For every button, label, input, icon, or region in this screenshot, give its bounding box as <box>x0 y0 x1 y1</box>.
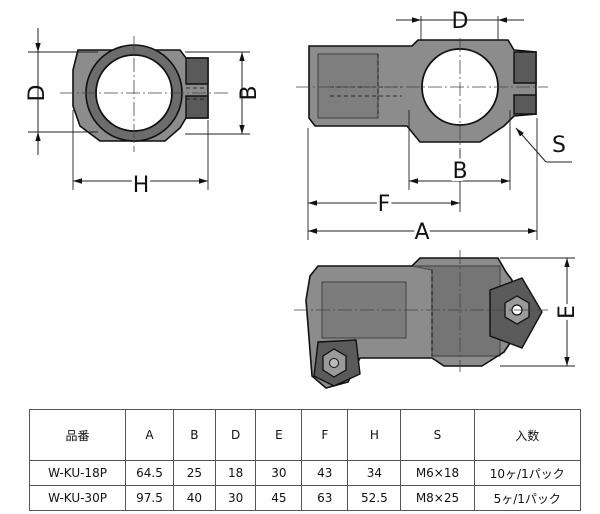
cell-a: 97.5 <box>125 485 174 511</box>
cell-a: 64.5 <box>125 460 174 486</box>
header-quantity: 入数 <box>473 409 581 461</box>
top-view <box>294 250 548 389</box>
header-d: D <box>214 409 257 461</box>
dim-label-a: A <box>414 220 429 245</box>
cell-d: 30 <box>214 485 257 511</box>
front-view-dimensions <box>28 28 250 190</box>
top-view-dimensions <box>500 257 575 367</box>
table-header-row: 品番 A B D E F H S 入数 <box>29 409 581 461</box>
cell-part-number: W-KU-30P <box>29 485 126 511</box>
header-part-number: 品番 <box>29 409 126 461</box>
cell-quantity: 10ヶ/1パック <box>473 460 581 486</box>
dim-label-s: S <box>552 133 566 158</box>
header-a: A <box>125 409 174 461</box>
front-view <box>60 36 230 152</box>
header-s: S <box>400 409 475 461</box>
cell-h: 52.5 <box>347 485 402 511</box>
dim-label-d-side: D <box>452 9 469 34</box>
cell-b: 40 <box>173 485 216 511</box>
spec-table: 品番 A B D E F H S 入数 W-KU-18P 64.5 25 18 … <box>29 409 581 511</box>
technical-drawing: D B H D B F A S <box>25 9 580 389</box>
cell-part-number: W-KU-18P <box>29 460 126 486</box>
cell-e: 30 <box>255 460 303 486</box>
dim-label-b-side: B <box>452 159 467 184</box>
dim-label-e: E <box>555 305 580 319</box>
cell-s: M6×18 <box>400 460 475 486</box>
dim-label-f: F <box>378 192 391 217</box>
header-h: H <box>347 409 402 461</box>
side-view <box>296 38 548 150</box>
cell-quantity: 5ヶ/1パック <box>473 485 581 511</box>
header-e: E <box>255 409 303 461</box>
cell-e: 45 <box>255 485 303 511</box>
header-f: F <box>301 409 349 461</box>
side-view-dimensions <box>307 16 572 240</box>
table-row: W-KU-30P 97.5 40 30 45 63 52.5 M8×25 5ヶ/… <box>29 485 581 511</box>
dim-label-b-front: B <box>237 85 262 100</box>
cell-f: 63 <box>301 485 349 511</box>
cell-d: 18 <box>214 460 257 486</box>
header-b: B <box>173 409 216 461</box>
dim-label-h: H <box>133 173 150 198</box>
table-row: W-KU-18P 64.5 25 18 30 43 34 M6×18 10ヶ/1… <box>29 460 581 486</box>
cell-s: M8×25 <box>400 485 475 511</box>
cell-h: 34 <box>347 460 402 486</box>
dim-label-d-front: D <box>25 85 50 102</box>
cell-f: 43 <box>301 460 349 486</box>
cell-b: 25 <box>173 460 216 486</box>
